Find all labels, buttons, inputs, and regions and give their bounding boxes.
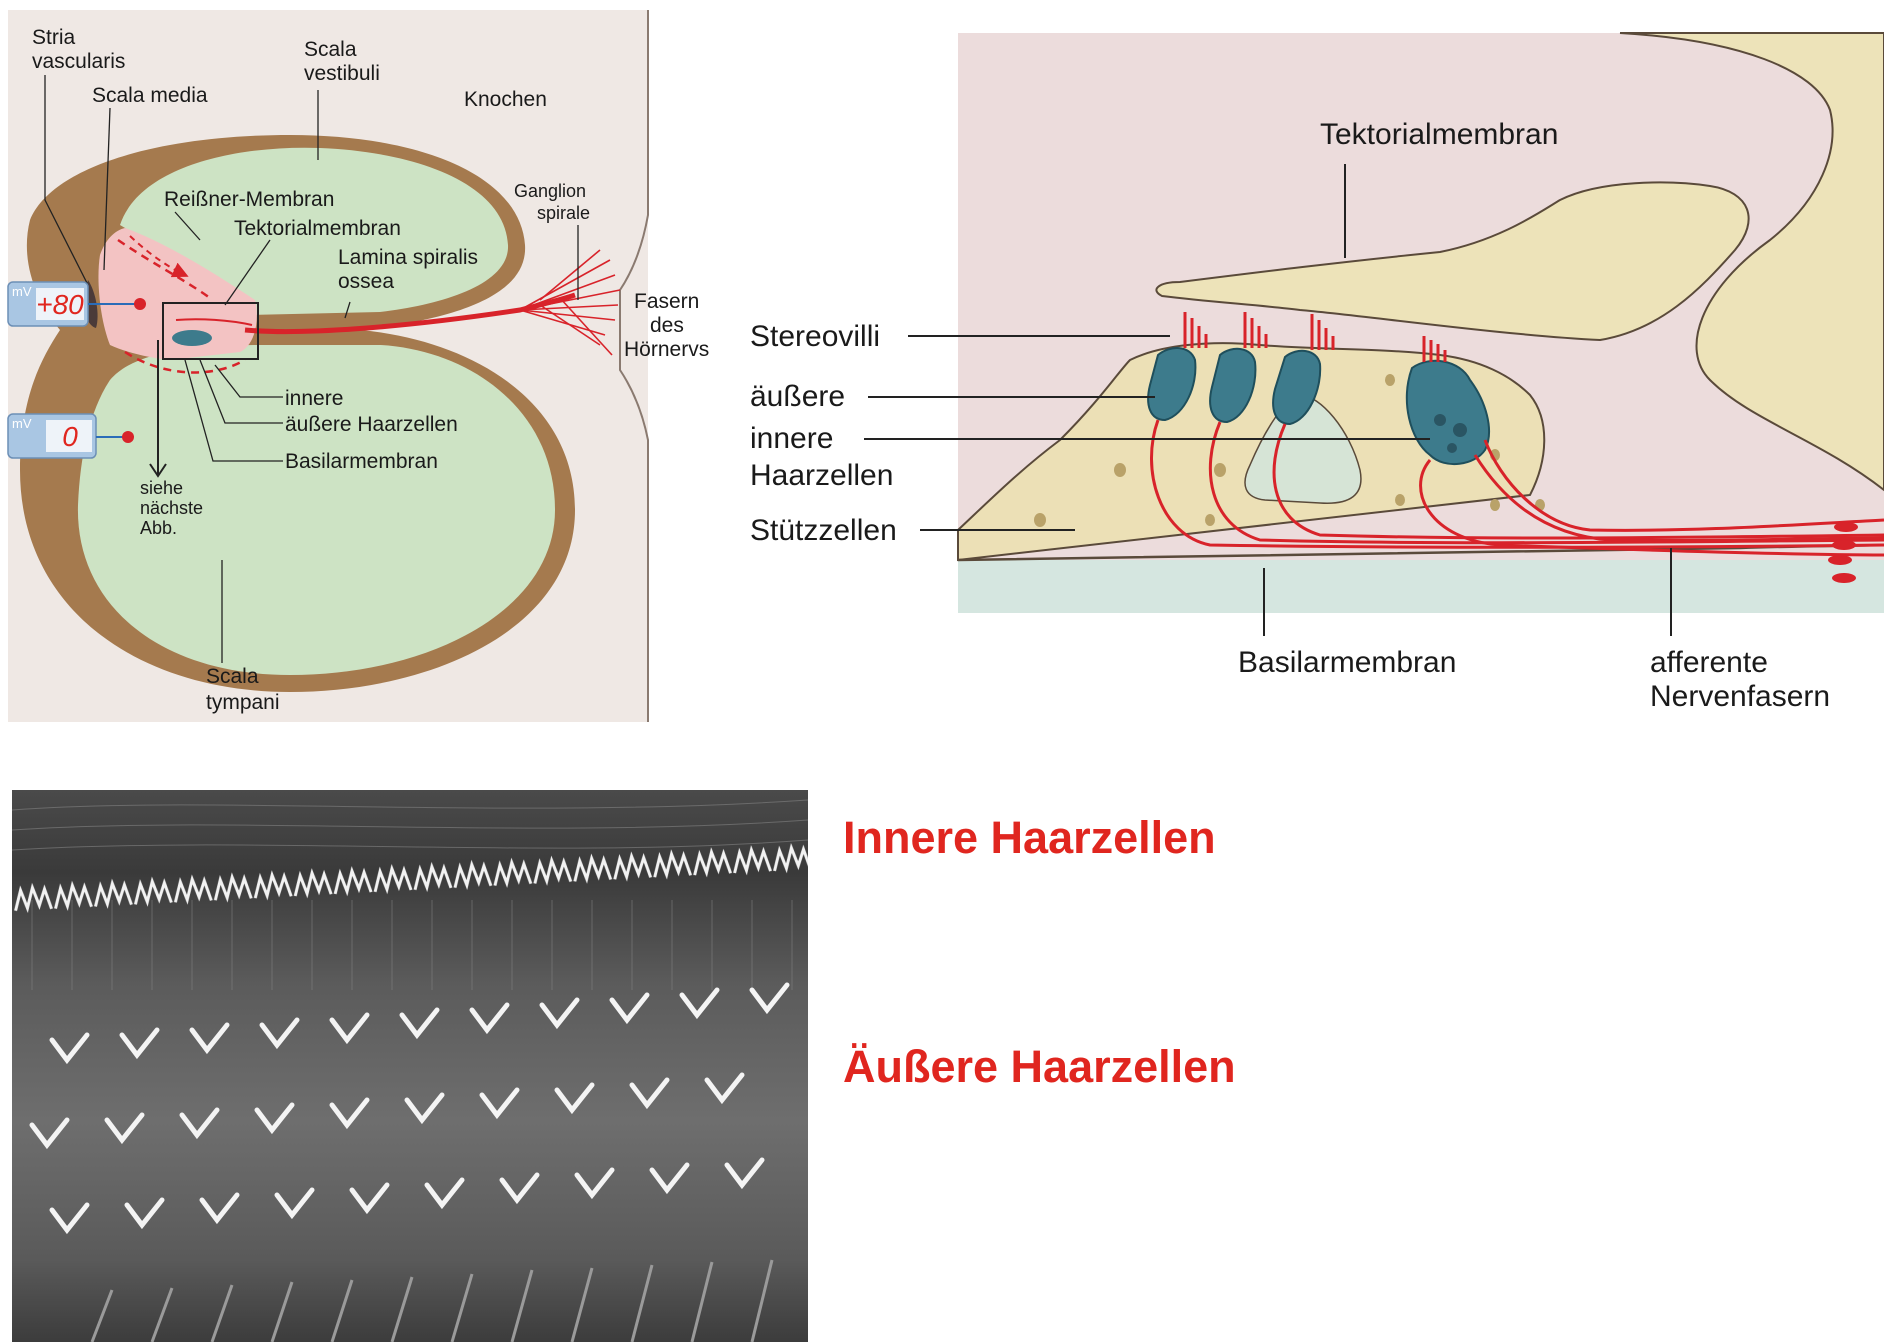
organ-zoom-box [162, 302, 259, 360]
label-haarzellen: Haarzellen [750, 459, 893, 492]
label-stria-2: vascularis [32, 50, 125, 73]
label-scala-tympani-2: tympani [206, 691, 280, 714]
label-afferente: afferente [1650, 646, 1768, 679]
outer-hair-cells [1147, 347, 1322, 426]
meter-value: +80 [36, 289, 84, 320]
label-innere: innere [285, 387, 343, 410]
label-tektorial: Tektorialmembran [234, 217, 401, 240]
afferent-nerve-fibers [1150, 419, 1884, 557]
sem-micrograph-svg [12, 790, 808, 1342]
scala-media [98, 228, 257, 360]
scala-vestibuli [120, 147, 509, 315]
label-lamina-1: Lamina spiralis [338, 246, 478, 269]
organ-leader-lines [864, 164, 1672, 636]
label-scala-vestibuli-2: vestibuli [304, 62, 380, 85]
label-ganglion-1: Ganglion [514, 181, 586, 201]
outer-hair-cells-caption: Äußere Haarzellen [843, 1041, 1236, 1092]
label-knochen: Knochen [464, 88, 547, 111]
meter-unit: mV [12, 284, 32, 299]
basilar-membrane-dashed [124, 350, 246, 374]
label-fasern-3: Hörnervs [624, 338, 709, 361]
sem-hair-cell-micrograph [12, 790, 808, 1342]
label-lamina-2: ossea [338, 270, 394, 293]
label-basilarmembran: Basilarmembran [1238, 646, 1456, 679]
label-scala-vestibuli-1: Scala [304, 38, 357, 61]
lamina-spiralis-nerve [244, 292, 576, 335]
label-tektorialmembran: Tektorialmembran [1320, 118, 1558, 151]
cochlea-leader-lines [44, 75, 579, 462]
cochlea-diagram: mV +80 mV 0 Stria vascularis Scala media… [7, 10, 709, 722]
label-scala-tympani-1: Scala [206, 665, 259, 688]
label-reissner: Reißner-Membran [164, 188, 334, 211]
tectorial-mini [175, 318, 253, 326]
outer-hair-cell-rows [29, 982, 790, 1235]
meter-value: 0 [62, 421, 78, 452]
sem-pillars [90, 1259, 774, 1342]
label-stria-1: Stria [32, 26, 76, 49]
label-ganglion-2: spirale [537, 203, 590, 223]
nerve-fan [519, 249, 621, 356]
organ-of-corti-svg: Tektorialmembran Stereovilli äußere inne… [750, 32, 1884, 713]
meter-unit: mV [12, 416, 32, 431]
label-innere: innere [750, 422, 833, 455]
label-fasern-1: Fasern [634, 290, 699, 313]
inner-hair-cells-caption: Innere Haarzellen [843, 812, 1216, 863]
label-aeussere-haarzellen: äußere Haarzellen [285, 413, 458, 436]
inner-hair-cell-row [12, 819, 808, 921]
stereovilli-bundles [1183, 312, 1447, 362]
label-stuetzzellen: Stützzellen [750, 514, 897, 547]
hair-cells-mini [172, 330, 212, 346]
label-siehe-1: siehe [140, 478, 183, 498]
meter-plus80: mV +80 [7, 281, 146, 327]
label-scala-media: Scala media [92, 84, 208, 107]
sem-striations [31, 900, 793, 990]
lower-strip [958, 560, 1884, 613]
cochlea-cross-section: mV +80 mV 0 Stria vascularis Scala media… [0, 0, 740, 740]
label-stereovilli: Stereovilli [750, 320, 880, 353]
label-basilarmembran: Basilarmembran [285, 450, 438, 473]
meter-zero: mV 0 [7, 413, 134, 459]
label-siehe-3: Abb. [140, 518, 177, 538]
reissner-membrane [117, 238, 211, 300]
label-nervenfasern: Nervenfasern [1650, 680, 1830, 713]
label-siehe-2: nächste [140, 498, 203, 518]
organ-of-corti-diagram: Tektorialmembran Stereovilli äußere inne… [740, 0, 1884, 740]
tectorial-membrane [1155, 181, 1750, 342]
label-aeussere: äußere [750, 380, 845, 413]
scala-tympani [77, 345, 555, 675]
label-fasern-2: des [650, 314, 684, 337]
nerve-somata [1828, 522, 1858, 583]
spiral-limbus [1619, 32, 1884, 492]
